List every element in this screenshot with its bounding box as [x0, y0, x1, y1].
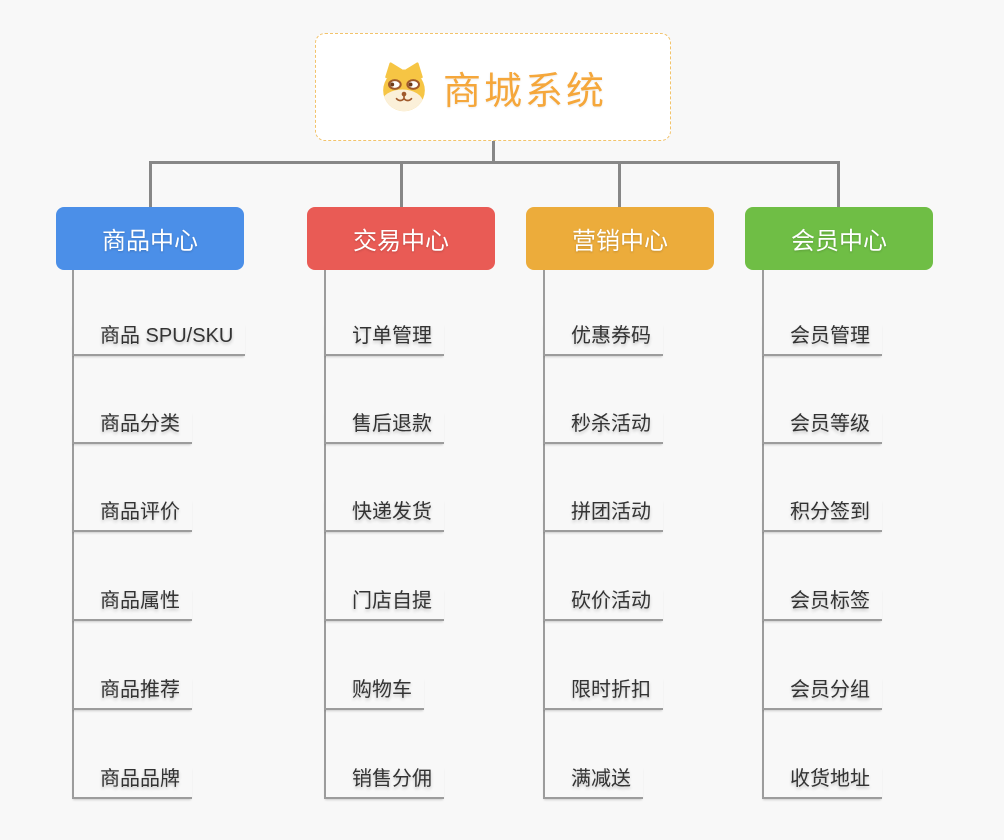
leaf-item[interactable]: 会员管理 [762, 323, 882, 356]
leaf-item[interactable]: 商品属性 [72, 588, 192, 621]
trunk-marketing-center [543, 270, 545, 798]
branch-label: 营销中心 [572, 228, 668, 255]
leaf-item[interactable]: 会员等级 [762, 411, 882, 444]
branch-node-product-center[interactable]: 商品中心 [56, 207, 244, 270]
connector-drop-product [149, 161, 152, 209]
branch-node-trade-center[interactable]: 交易中心 [307, 207, 495, 270]
leaf-item[interactable]: 收货地址 [762, 766, 882, 799]
leaf-item[interactable]: 购物车 [324, 677, 424, 710]
leaf-item[interactable]: 优惠券码 [543, 323, 663, 356]
leaf-item[interactable]: 商品推荐 [72, 677, 192, 710]
trunk-member-center [762, 270, 764, 798]
leaf-item[interactable]: 销售分佣 [324, 766, 444, 799]
leaf-item[interactable]: 会员分组 [762, 677, 882, 710]
leaf-item[interactable]: 积分签到 [762, 499, 882, 532]
leaf-item[interactable]: 砍价活动 [543, 588, 663, 621]
trunk-product-center [72, 270, 74, 798]
connector-drop-marketing [618, 161, 621, 209]
leaf-item[interactable]: 商品 SPU/SKU [72, 323, 246, 356]
leaf-item[interactable]: 商品分类 [72, 411, 192, 444]
connector-drop-trade [400, 161, 403, 209]
branch-label: 会员中心 [791, 228, 887, 255]
connector-root-stem [492, 140, 495, 164]
leaf-item[interactable]: 快递发货 [324, 499, 444, 532]
leaf-item[interactable]: 会员标签 [762, 588, 882, 621]
branch-node-marketing-center[interactable]: 营销中心 [526, 207, 714, 270]
leaf-item[interactable]: 拼团活动 [543, 499, 663, 532]
root-title: 商城系统 [442, 70, 607, 113]
leaf-item[interactable]: 满减送 [543, 766, 643, 799]
root-node[interactable]: 商城系统 [315, 33, 671, 141]
leaf-item[interactable]: 商品评价 [72, 499, 192, 532]
leaf-item[interactable]: 订单管理 [324, 323, 444, 356]
leaf-item[interactable]: 商品品牌 [72, 766, 192, 799]
branch-label: 交易中心 [353, 228, 449, 255]
dog-face-icon [383, 62, 425, 112]
leaf-item[interactable]: 限时折扣 [543, 677, 663, 710]
connector-main-horizontal [149, 161, 840, 164]
leaf-item[interactable]: 门店自提 [324, 588, 444, 621]
branch-node-member-center[interactable]: 会员中心 [745, 207, 933, 270]
branch-label: 商品中心 [102, 228, 198, 255]
trunk-trade-center [324, 270, 326, 798]
leaf-item[interactable]: 秒杀活动 [543, 411, 663, 444]
leaf-item[interactable]: 售后退款 [324, 411, 444, 444]
connector-drop-member [837, 161, 840, 209]
